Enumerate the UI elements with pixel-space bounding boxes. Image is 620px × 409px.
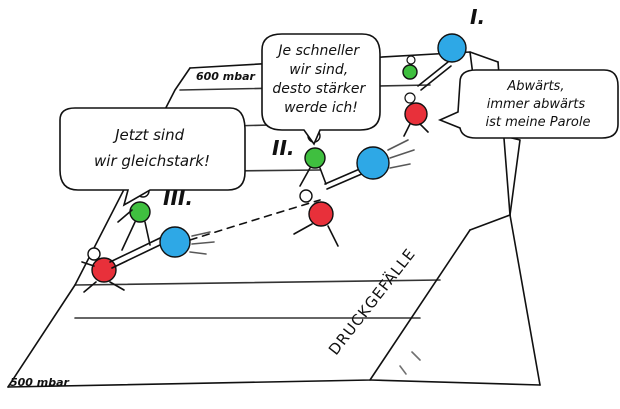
red-particle-i xyxy=(404,102,428,126)
pressure-label-bottom: 500 mbar xyxy=(10,376,70,389)
green-particle-i xyxy=(402,64,418,80)
svg-text:Abwärts, immer abwärts: Abwärts, immer abwärts ist meine Parole xyxy=(486,79,591,130)
speech-left-line-2: wir gleichstark! xyxy=(94,152,210,170)
speech-middle-line-2: wir sind, xyxy=(289,62,348,78)
speech-right-line-2: immer abwärts xyxy=(487,97,586,112)
speech-right-line-1: Abwärts, xyxy=(506,79,564,94)
green-particle-iii xyxy=(129,201,151,223)
blue-particle-iii xyxy=(159,226,191,258)
speech-bubble-right: Abwärts, immer abwärts ist meine Parole xyxy=(437,69,619,139)
stage-three-group xyxy=(81,184,215,293)
green-particle-ii xyxy=(304,147,326,169)
pressure-label-top: 600 mbar xyxy=(196,70,256,83)
speech-bubble-left: Jetzt sind wir gleichstark! xyxy=(59,107,246,207)
stage-two-group xyxy=(293,129,415,247)
speech-middle-line-4: werde ich! xyxy=(284,100,358,116)
slope-label: DRUCKGEFÄLLE xyxy=(324,244,419,358)
stage-label-two: II. xyxy=(272,136,294,160)
red-particle-iii xyxy=(91,257,117,283)
blue-particle-ii xyxy=(356,146,390,180)
speech-right-line-3: ist meine Parole xyxy=(486,115,591,130)
red-particle-ii xyxy=(308,201,334,227)
speech-middle-line-1: Je schneller xyxy=(275,43,360,59)
speech-bubble-middle: Je schneller wir sind, desto stärker wer… xyxy=(261,33,381,146)
speech-left-line-1: Jetzt sind xyxy=(112,126,185,144)
svg-text:Je schneller wir sind,: Je schneller wir sind, desto stärker wer… xyxy=(272,43,369,116)
blue-particle-i xyxy=(437,33,467,63)
stage-one-group xyxy=(402,33,467,137)
stage-label-one: I. xyxy=(470,5,485,29)
svg-text:Jetzt sind wir gleichsta: Jetzt sind wir gleichstark! xyxy=(94,126,210,170)
speech-middle-line-3: desto stärker xyxy=(272,81,366,97)
trajectory-path xyxy=(189,199,321,241)
